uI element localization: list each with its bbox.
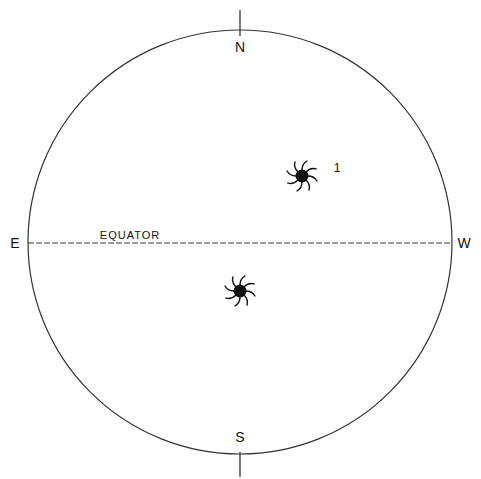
south-tick <box>239 452 240 477</box>
north-tick <box>239 10 240 36</box>
sphere-outline <box>28 30 452 454</box>
compass-letter: W <box>457 236 470 250</box>
compass-letter: S <box>235 430 244 444</box>
compass-letter: E <box>10 236 19 250</box>
sun-symbol <box>225 276 255 306</box>
sun-symbol <box>287 161 317 191</box>
equator-line <box>28 243 452 244</box>
callout-number: 1 <box>334 162 341 174</box>
compass-letter: N <box>235 40 245 54</box>
equator-label: EQUATOR <box>100 230 160 241</box>
